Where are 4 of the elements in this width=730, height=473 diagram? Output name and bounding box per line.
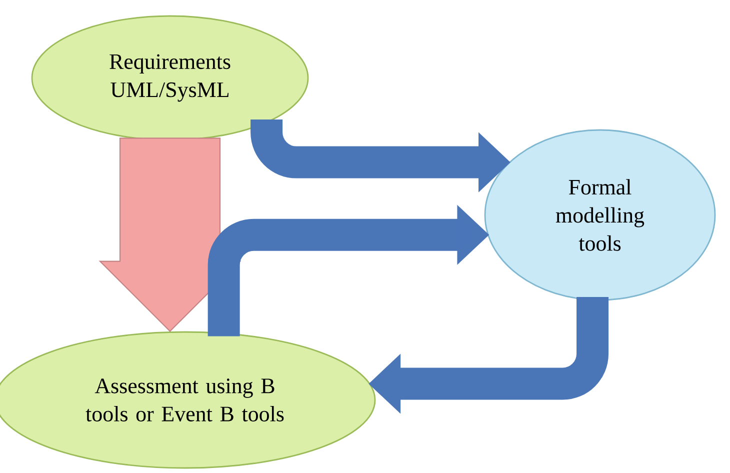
ellipse-node: Formal modelling tools [484, 129, 716, 301]
ellipse-node: Assessment using B tools or Event B tools [0, 331, 376, 469]
block-arrow [98, 138, 242, 332]
ellipse-node: Requirements UML/SysML [31, 15, 309, 141]
